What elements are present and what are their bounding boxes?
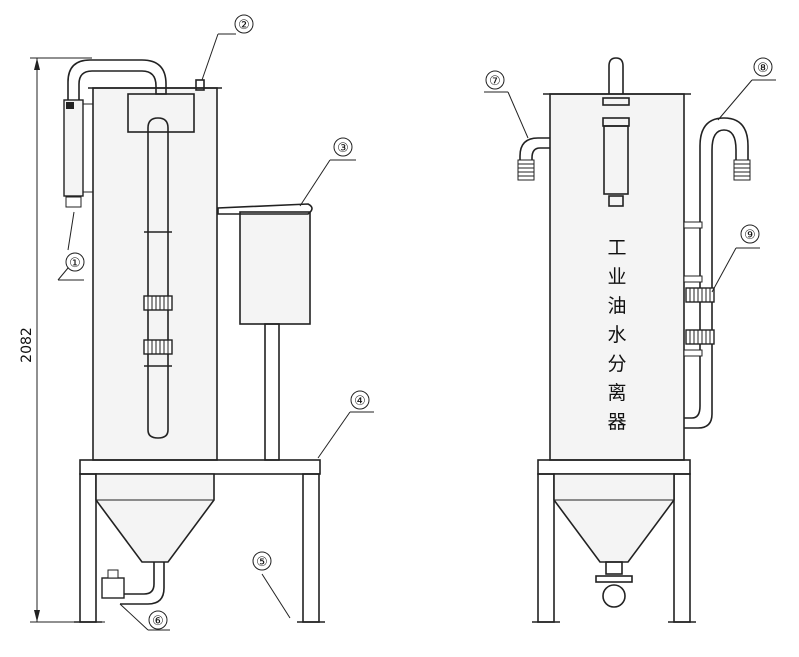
inner-pipe <box>147 117 169 439</box>
outer-gooseneck <box>67 59 167 205</box>
svg-text:③: ③ <box>337 141 349 156</box>
left-view: 2082 <box>19 14 374 631</box>
svg-text:⑧: ⑧ <box>757 61 769 76</box>
side-box <box>239 211 311 325</box>
right-top-pipe <box>602 57 630 207</box>
svg-text:⑦: ⑦ <box>489 74 501 89</box>
callout-7: ⑦ <box>485 70 505 90</box>
label-char-5: 分 <box>607 353 626 375</box>
label-char-3: 油 <box>607 295 626 317</box>
label-char-4: 水 <box>607 324 626 346</box>
callout-5: ⑤ <box>252 551 272 571</box>
dimension-text: 2082 <box>19 327 35 363</box>
right-j-pipe <box>683 117 751 429</box>
left-frame <box>74 459 325 623</box>
main-tank <box>92 87 218 461</box>
svg-text:⑨: ⑨ <box>744 228 756 243</box>
callout-4: ④ <box>350 390 370 410</box>
right-frame <box>532 459 696 623</box>
right-leaders <box>484 79 776 293</box>
label-char-6: 离 <box>607 382 626 404</box>
svg-text:⑤: ⑤ <box>256 555 268 570</box>
svg-text:⑥: ⑥ <box>152 614 164 629</box>
dimension-line: 2082 <box>19 57 105 623</box>
left-couplings <box>143 295 173 355</box>
right-view: 工 业 油 水 分 离 器 <box>484 57 776 623</box>
label-char-1: 工 <box>607 237 626 259</box>
top-nozzle <box>195 79 205 91</box>
callout-1: ① <box>65 252 85 272</box>
left-elbow <box>517 137 550 181</box>
callout-9: ⑨ <box>740 224 760 244</box>
callout-6: ⑥ <box>148 610 168 630</box>
label-char-2: 业 <box>607 266 626 288</box>
label-char-7: 器 <box>607 411 626 433</box>
callout-3: ③ <box>333 137 353 157</box>
vertical-label: 工 业 油 水 分 离 器 <box>607 237 626 433</box>
svg-text:①: ① <box>69 256 81 271</box>
svg-text:④: ④ <box>354 394 366 409</box>
callout-2: ② <box>234 14 254 34</box>
right-tank <box>549 93 685 461</box>
left-leaders <box>57 33 374 631</box>
svg-text:②: ② <box>238 18 250 33</box>
callout-8: ⑧ <box>753 57 773 77</box>
